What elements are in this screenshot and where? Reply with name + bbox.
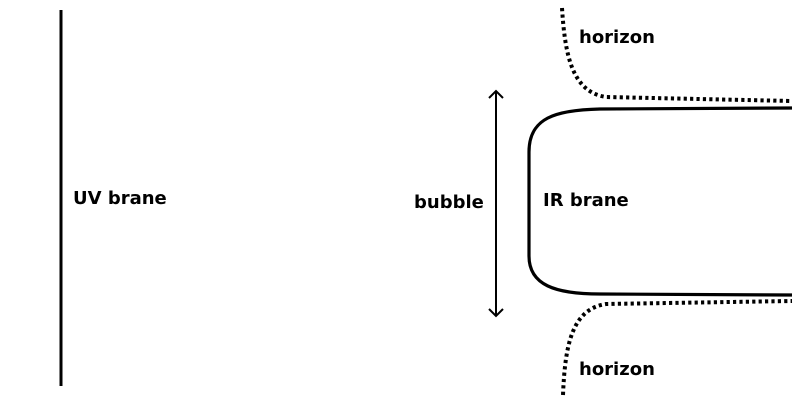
- ir-brane-label: IR brane: [543, 190, 629, 211]
- horizon-top-curve: [560, 7, 793, 103]
- bubble-arrow: [488, 89, 504, 318]
- bubble-arrow-head-bottom: [488, 308, 504, 318]
- bubble-arrow-head-top: [488, 89, 504, 99]
- horizon-top-label: horizon: [579, 27, 655, 48]
- uv-brane-label: UV brane: [73, 188, 167, 209]
- horizon-bottom-label: horizon: [579, 359, 655, 380]
- ir-brane-curve: [527, 106, 793, 297]
- horizon-bottom-curve: [561, 299, 793, 396]
- bubble-label: bubble: [414, 192, 484, 213]
